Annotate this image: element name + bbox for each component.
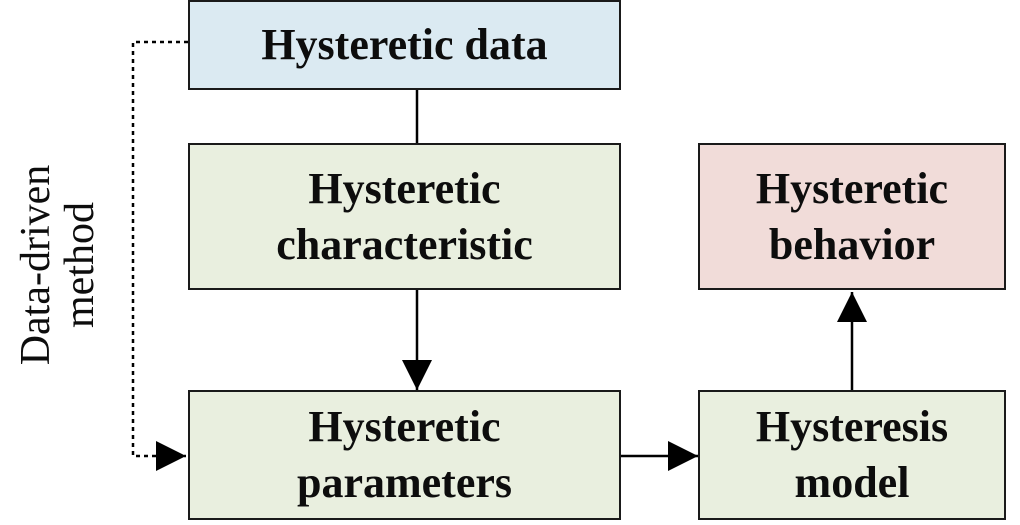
hysteretic-behavior-text: Hysteretic behavior bbox=[756, 161, 948, 273]
side-label-line-2: method bbox=[57, 202, 103, 328]
hysteretic-characteristic-text: Hysteretic characteristic bbox=[276, 161, 533, 273]
hysteresis-model-box: Hysteresis model bbox=[698, 390, 1006, 520]
hysteretic-parameters-line-1: Hysteretic bbox=[308, 402, 501, 451]
hysteresis-model-text: Hysteresis model bbox=[756, 399, 948, 511]
dashed-data-driven-path bbox=[131, 40, 188, 471]
hysteresis-model-line-2: model bbox=[794, 458, 910, 507]
hysteretic-characteristic-line-2: characteristic bbox=[276, 219, 533, 269]
hysteretic-parameters-line-2: parameters bbox=[296, 458, 512, 507]
hysteretic-parameters-text: Hysteretic parameters bbox=[297, 399, 512, 511]
hysteresis-model-line-1: Hysteresis bbox=[755, 402, 949, 451]
hysteretic-behavior-line-2: behavior bbox=[768, 219, 936, 269]
hysteretic-behavior-box: Hysteretic behavior bbox=[698, 143, 1006, 290]
hysteretic-parameters-box: Hysteretic parameters bbox=[188, 390, 621, 520]
hysteretic-data-line-1: Hysteretic data bbox=[261, 20, 548, 69]
hysteretic-behavior-line-1: Hysteretic bbox=[755, 163, 949, 213]
data-driven-method-text: Data-driven method bbox=[13, 164, 103, 366]
hysteretic-characteristic-box: Hysteretic characteristic bbox=[188, 143, 621, 290]
hysteretic-data-text: Hysteretic data bbox=[261, 17, 547, 73]
side-label-line-1: Data-driven bbox=[13, 164, 59, 366]
hysteretic-data-box: Hysteretic data bbox=[188, 0, 621, 90]
hysteretic-characteristic-line-1: Hysteretic bbox=[308, 163, 501, 213]
